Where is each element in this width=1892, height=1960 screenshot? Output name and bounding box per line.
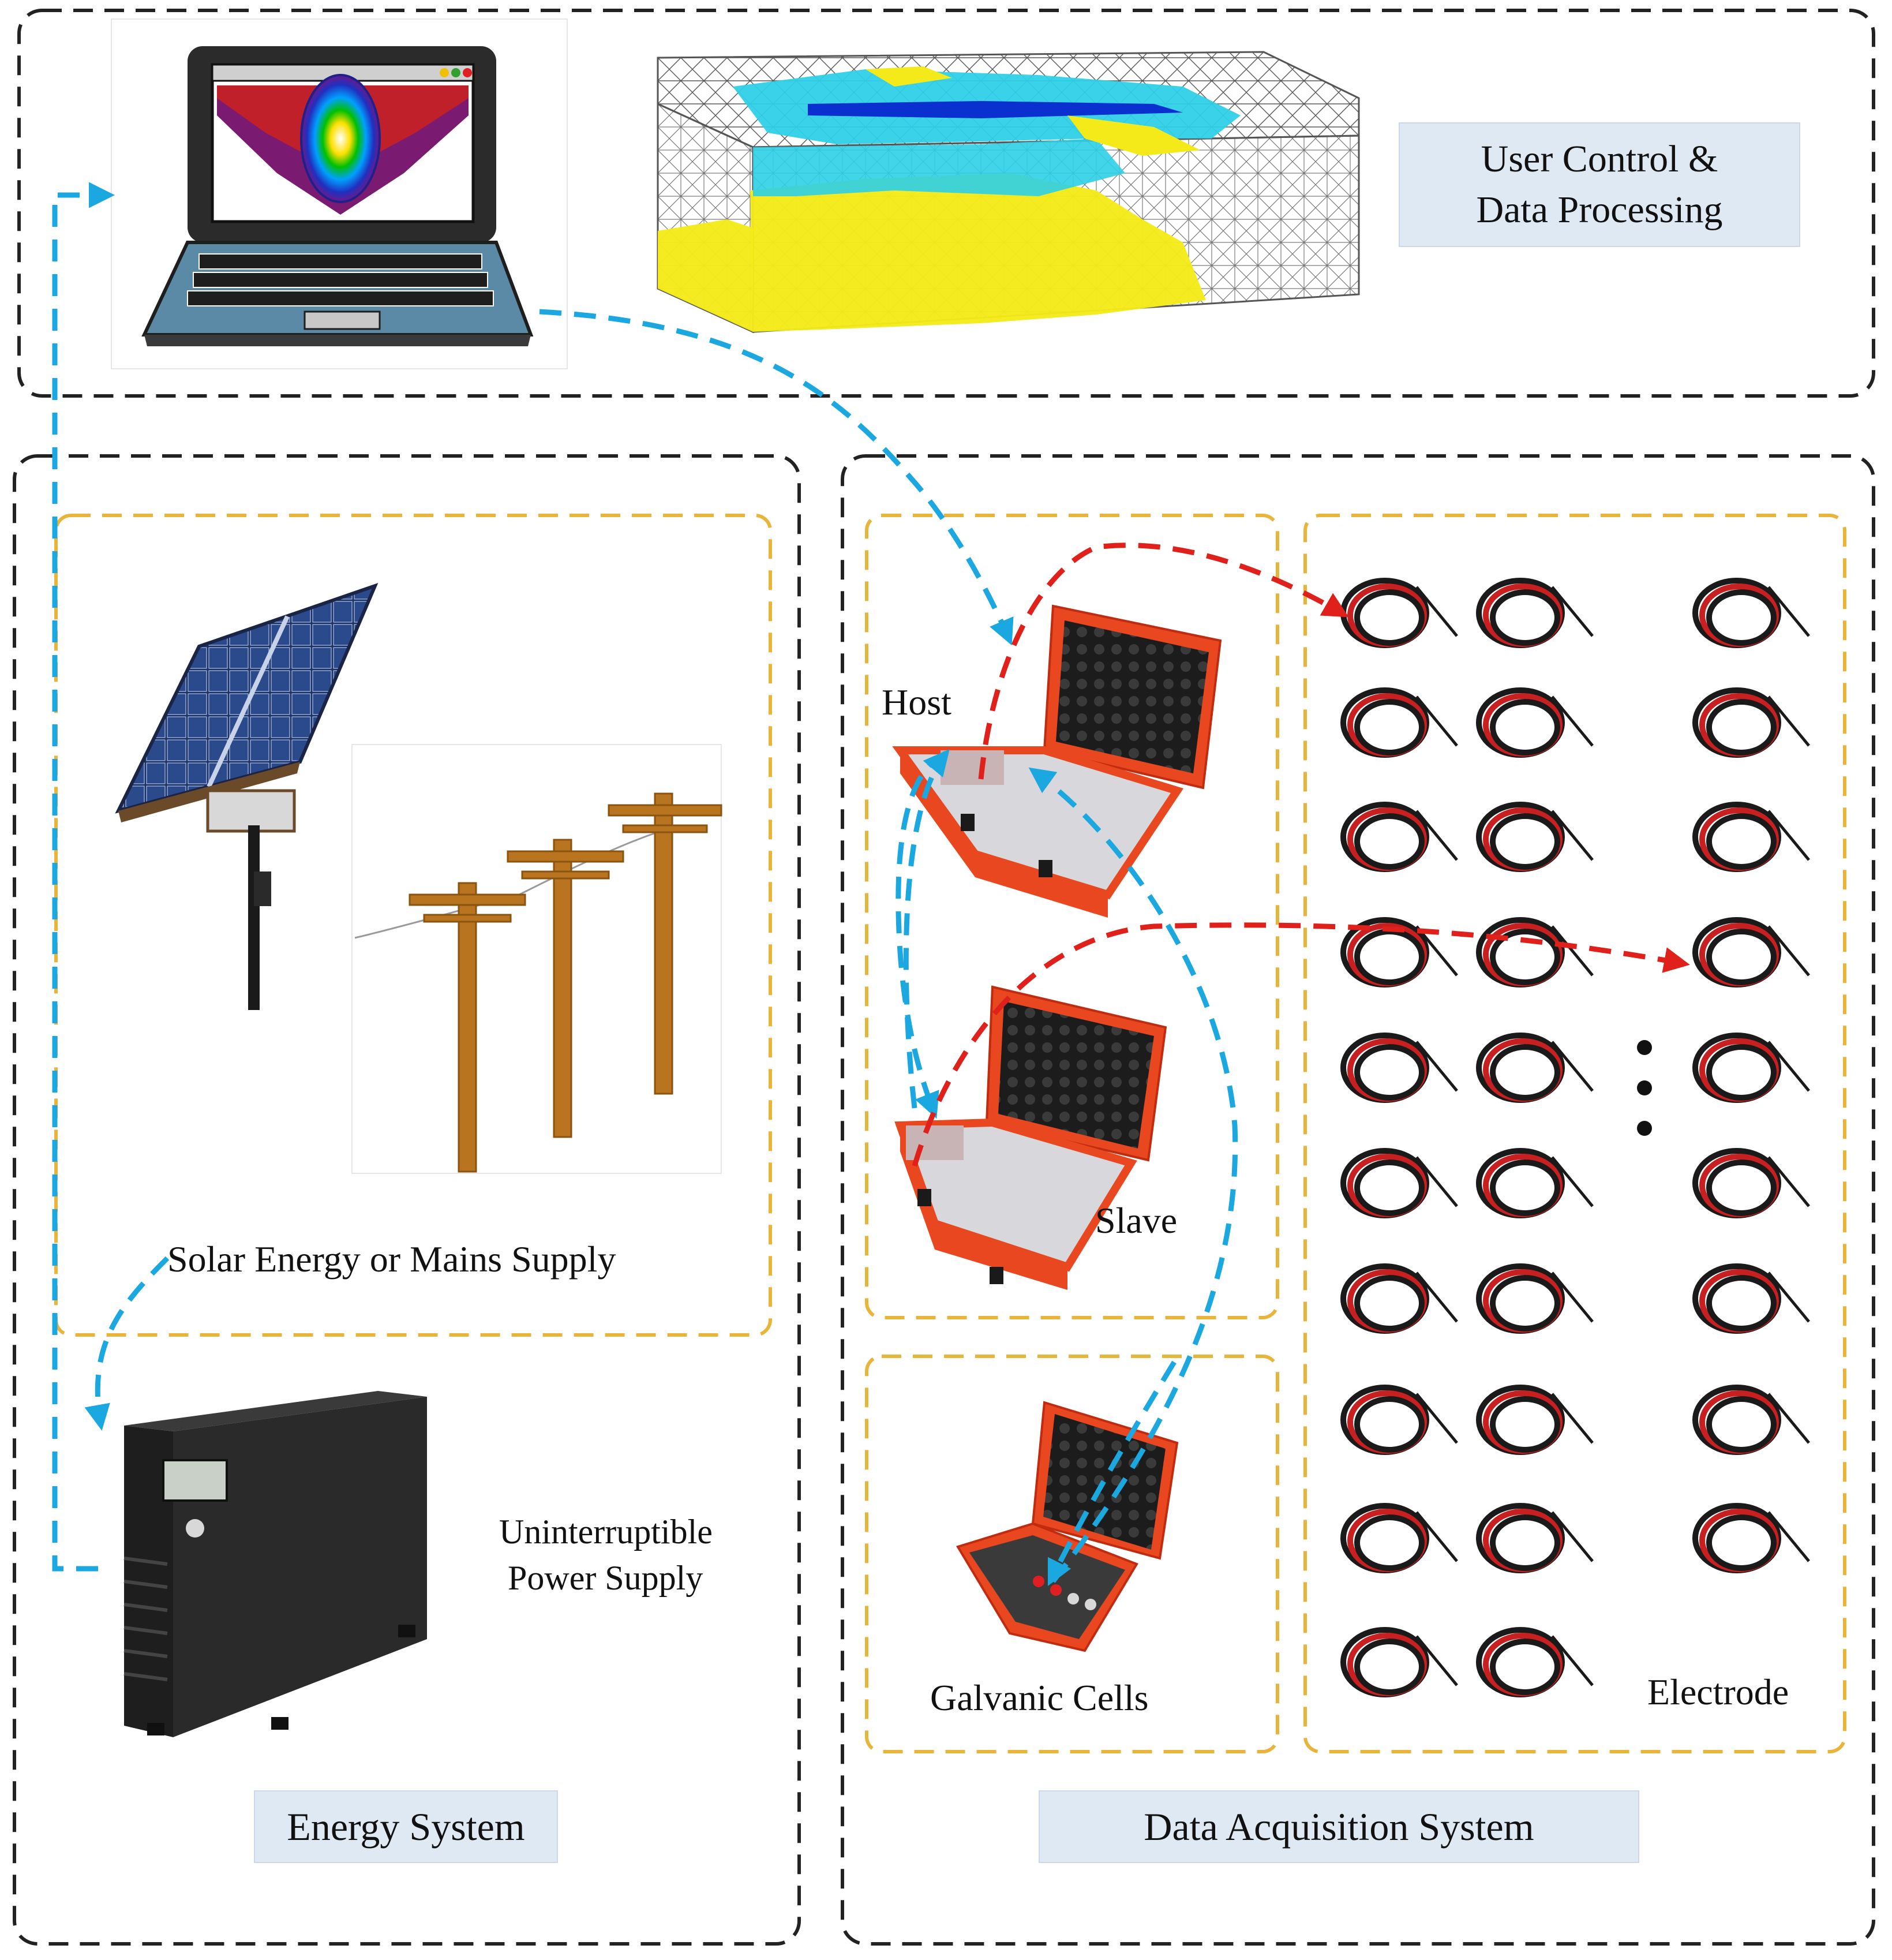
laptop-to-host-arrow <box>539 309 1014 646</box>
energy-section <box>13 454 801 1946</box>
electrode-cable-icon <box>1476 1627 1594 1697</box>
electrode-cable-icon <box>1476 1503 1594 1573</box>
ups-label-line2: Power Supply <box>508 1559 703 1597</box>
host-slave-group <box>865 514 1279 1319</box>
electrode-cable-icon <box>1692 1148 1810 1218</box>
user-control-line1: User Control & <box>1481 138 1718 180</box>
electrode-cable-icon <box>1476 578 1594 648</box>
power-poles-icon <box>351 744 722 1174</box>
electrode-cable-icon <box>1476 687 1594 758</box>
electrode-cable-icon <box>1476 1385 1594 1455</box>
laptop-icon <box>111 18 568 369</box>
electrode-cable-icon <box>1340 1148 1458 1218</box>
electrode-cable-icon <box>1340 1503 1458 1573</box>
electrode-cable-icon <box>1692 578 1810 648</box>
red-arrows <box>912 543 1690 1167</box>
electrode-cable-icon <box>1340 1033 1458 1103</box>
electrode-array <box>1340 578 1810 1697</box>
electrode-cable-icon <box>1476 1148 1594 1218</box>
user-control-section <box>17 9 1875 398</box>
energy-source-group <box>54 514 772 1337</box>
electrode-cable-icon <box>1692 687 1810 758</box>
user-control-line2: Data Processing <box>1476 189 1723 231</box>
electrode-cable-icon <box>1692 1033 1810 1103</box>
electrode-cable-icon <box>1692 1385 1810 1455</box>
energy-system-title: Energy System <box>287 1804 525 1849</box>
host-case-icon <box>892 604 1222 918</box>
slave-case-icon <box>894 985 1167 1290</box>
slave-label: Slave <box>1095 1200 1178 1241</box>
electrode-cable-icon <box>1340 687 1458 758</box>
energy-source-label: Solar Energy or Mains Supply <box>167 1239 616 1280</box>
electrode-cable-icon <box>1692 917 1810 988</box>
energy-system-label: Energy System <box>254 1790 558 1863</box>
electrode-cable-icon <box>1476 1263 1594 1334</box>
electrode-label: Electrode <box>1647 1671 1789 1712</box>
electrode-cable-icon <box>1476 802 1594 872</box>
blue-arrows <box>52 182 1238 1587</box>
electrode-cable-icon <box>1340 1627 1458 1697</box>
electrode-cable-icon <box>1340 578 1458 648</box>
host-slave-arrow <box>896 750 947 1119</box>
ellipsis-dots <box>1637 1040 1652 1136</box>
electrode-cable-icon <box>1476 1033 1594 1103</box>
galvanic-group <box>865 1355 1279 1753</box>
slave-host-arrow <box>903 749 950 1109</box>
slave-to-electrode-arrow <box>912 922 1690 1167</box>
electrode-cable-icon <box>1692 1503 1810 1573</box>
resistivity-model-icon <box>657 51 1360 334</box>
ups-to-laptop-arrow <box>52 182 115 1572</box>
electrode-cable-icon <box>1340 1385 1458 1455</box>
ups-icon <box>123 1391 427 1737</box>
user-control-label: User Control & Data Processing <box>1399 122 1800 247</box>
galvanic-case-icon <box>956 1401 1179 1652</box>
electrode-group <box>1303 514 1846 1753</box>
acquisition-system-label: Data Acquisition System <box>1039 1790 1639 1863</box>
host-to-galvanic-arrow <box>1047 1360 1177 1587</box>
electrode-cable-icon <box>1692 1263 1810 1334</box>
electrode-cable-icon <box>1340 802 1458 872</box>
solar-panel-icon <box>115 582 379 1010</box>
supply-to-ups-arrow <box>84 1256 170 1431</box>
galvanic-label: Galvanic Cells <box>930 1677 1149 1718</box>
electrode-cable-icon <box>1692 802 1810 872</box>
galvanic-to-host-arrow <box>1028 767 1238 1583</box>
acquisition-system-title: Data Acquisition System <box>1144 1804 1534 1849</box>
host-label: Host <box>882 682 951 723</box>
electrode-cable-icon <box>1476 917 1594 988</box>
electrode-cable-icon <box>1340 1263 1458 1334</box>
acquisition-section <box>841 454 1875 1946</box>
ups-label-line1: Uninterruptible <box>499 1513 713 1551</box>
